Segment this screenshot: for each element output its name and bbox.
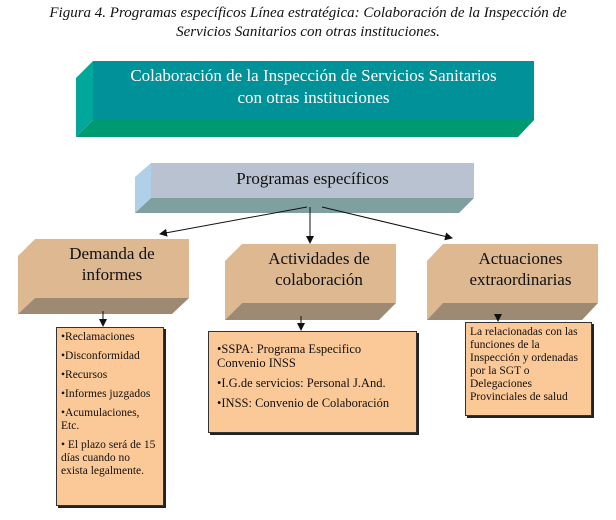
category-title: Actuaciones extraordinarias: [443, 248, 598, 290]
actividades-items-box: •SSPA: Programa Especifico Convenio INSS…: [208, 331, 417, 433]
title-line: Colaboración de la Inspección de Servici…: [130, 66, 497, 85]
category-box-shape: [427, 244, 598, 320]
programs-box-title: Programas específicos: [236, 169, 389, 188]
category-title: Demanda de informes: [35, 243, 189, 285]
title-line: colaboración: [275, 270, 363, 289]
figure-caption: Figura 4. Programas específicos Línea es…: [0, 4, 616, 42]
category-title: Actividades de colaboración: [242, 248, 396, 290]
title-line: con otras instituciones: [237, 88, 390, 107]
title-line: extraordinarias: [469, 270, 572, 289]
list-item: •Informes juzgados: [61, 388, 151, 400]
category-box-shape: [18, 239, 189, 314]
list-item: •Disconformidad: [61, 350, 140, 362]
title-line: informes: [81, 265, 143, 284]
programs-box-shape: [135, 163, 474, 213]
arrow: [321, 206, 453, 241]
demanda-items-box: •Reclamaciones •Disconformidad •Recursos…: [56, 327, 164, 506]
main-box-title: Colaboración de la Inspección de Servici…: [93, 65, 534, 109]
actuaciones-items-box: La relacionadas con las funciones de la …: [465, 322, 592, 416]
title-line: Actividades de: [268, 249, 370, 268]
caption-line: Figura 4. Programas específicos Línea es…: [49, 5, 567, 21]
title-line: Demanda de: [69, 244, 155, 263]
arrow: [159, 206, 308, 237]
list-item: •I.G.de servicios: Personal J.And.: [217, 376, 386, 390]
list-item: •INSS: Convenio de Colaboración: [217, 396, 390, 410]
list-item: •Acumulaciones, Etc.: [61, 407, 140, 432]
list-item: •Recursos: [61, 369, 108, 381]
category-box-shape: [225, 244, 396, 320]
list-item: • El plazo será de 15 días cuando no exi…: [61, 439, 156, 477]
main-box-shape: [76, 61, 534, 137]
caption-line: Servicios Sanitarios con otras instituci…: [176, 24, 440, 40]
list-item: La relacionadas con las funciones de la …: [470, 326, 578, 403]
list-item: •SSPA: Programa Especifico Convenio INSS: [217, 342, 362, 370]
title-line: Actuaciones: [478, 249, 563, 268]
list-item: •Reclamaciones: [61, 331, 135, 343]
